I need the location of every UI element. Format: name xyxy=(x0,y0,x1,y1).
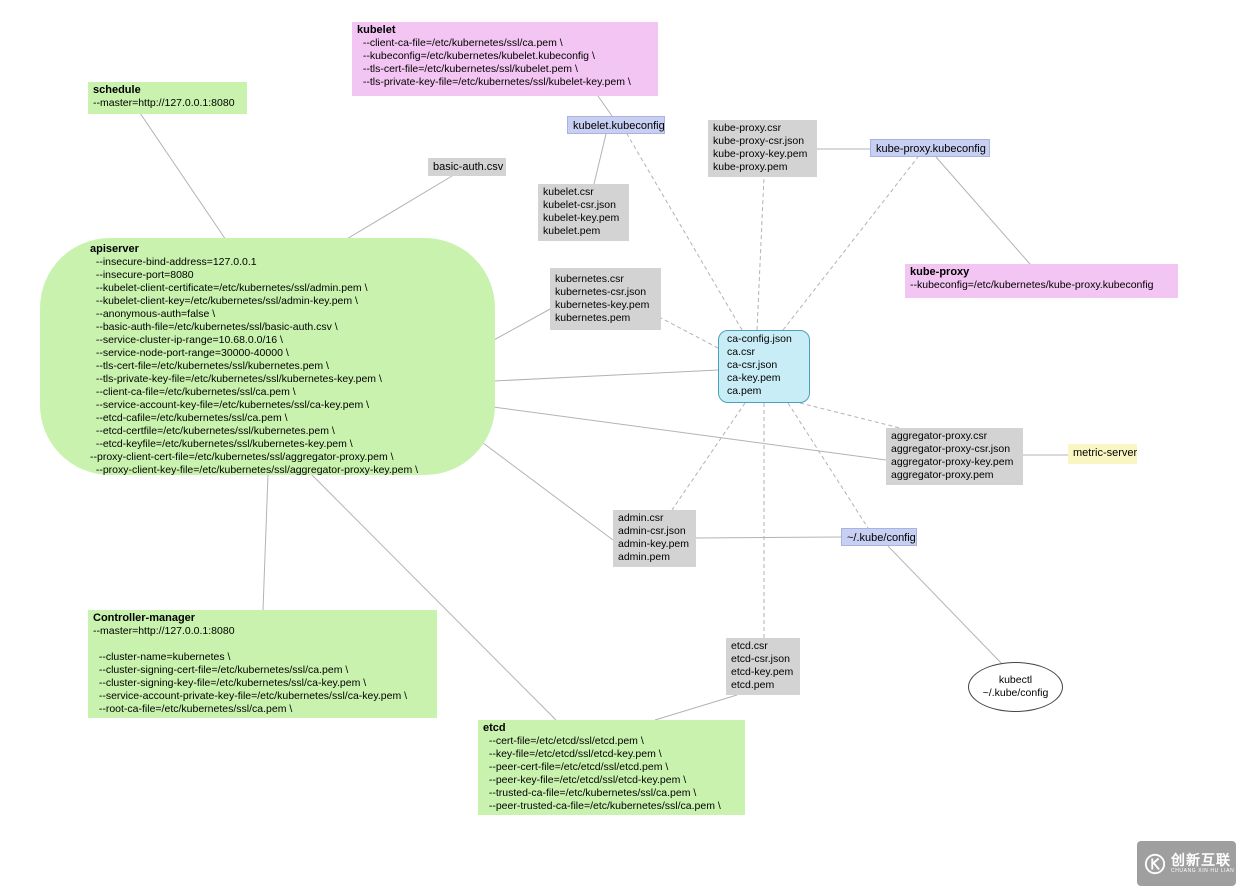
edge-ca-files--kube-proxy-kubeconfig xyxy=(782,156,919,331)
node-basic-auth: basic-auth.csv xyxy=(428,158,506,176)
node-controller-manager-body: --master=http://127.0.0.1:8080 --cluster… xyxy=(93,625,408,715)
node-controller-manager: Controller-manager --master=http://127.0… xyxy=(88,610,437,718)
edge-aggregator-files--apiserver xyxy=(492,406,887,461)
edge-kube-proxy-kubeconfig--kube-proxy xyxy=(935,156,1031,265)
edge-ca-files--kube-proxy-files xyxy=(756,176,765,331)
node-etcd: etcd --cert-file=/etc/etcd/ssl/etcd.pem … xyxy=(478,720,745,815)
node-schedule: schedule --master=http://127.0.0.1:8080 xyxy=(88,82,247,114)
watermark: 创新互联 CHUANG XIN HU LIAN xyxy=(1137,841,1236,886)
node-kube-proxy: kube-proxy --kubeconfig=/etc/kubernetes/… xyxy=(905,264,1178,298)
edge-ca-files--aggregator-files xyxy=(799,402,901,429)
node-kube-proxy-kubeconfig: kube-proxy.kubeconfig xyxy=(870,139,990,157)
node-kube-proxy-kubeconfig-label: kube-proxy.kubeconfig xyxy=(876,143,986,155)
watermark-text: 创新互联 CHUANG XIN HU LIAN xyxy=(1171,852,1234,875)
node-apiserver: apiserver --insecure-bind-address=127.0.… xyxy=(40,238,495,476)
edge-kube-config--kubectl xyxy=(887,545,1004,666)
watermark-brand: 创新互联 xyxy=(1171,852,1231,868)
node-schedule-title: schedule xyxy=(93,84,141,96)
edge-kubernetes-files--apiserver xyxy=(491,307,553,342)
node-kubelet-kubeconfig: kubelet.kubeconfig xyxy=(567,116,665,134)
node-controller-manager-title: Controller-manager xyxy=(93,612,196,624)
node-etcd-files: etcd.csr etcd-csr.json etcd-key.pem etcd… xyxy=(726,638,800,695)
edge-ca-files--kubernetes-files xyxy=(660,317,719,349)
node-kubernetes-files-body: kubernetes.csr kubernetes-csr.json kuber… xyxy=(555,273,650,324)
edge-admin-files--apiserver xyxy=(474,436,614,541)
node-schedule-body: --master=http://127.0.0.1:8080 xyxy=(93,97,235,109)
node-admin-files: admin.csr admin-csr.json admin-key.pem a… xyxy=(613,510,696,567)
node-apiserver-title: apiserver xyxy=(90,243,139,255)
node-kube-proxy-files: kube-proxy.csr kube-proxy-csr.json kube-… xyxy=(708,120,817,177)
edge-ca-files--admin-files xyxy=(671,402,746,511)
edge-admin-files--kube-config xyxy=(695,536,842,539)
node-kube-config-label: ~/.kube/config xyxy=(847,532,916,544)
node-kube-proxy-body: --kubeconfig=/etc/kubernetes/kube-proxy.… xyxy=(910,279,1154,291)
cxhl-logo-icon xyxy=(1144,853,1166,875)
node-kubectl-body: kubectl ~/.kube/config xyxy=(982,674,1049,699)
edge-controller-manager--apiserver xyxy=(262,473,269,611)
node-kubectl: kubectl ~/.kube/config xyxy=(968,662,1063,712)
node-kube-config: ~/.kube/config xyxy=(841,528,917,546)
node-aggregator-files-body: aggregator-proxy.csr aggregator-proxy-cs… xyxy=(891,430,1014,481)
edge-etcd--etcd-files xyxy=(654,694,738,721)
node-kubelet-title: kubelet xyxy=(357,24,396,36)
node-kubelet-kubeconfig-label: kubelet.kubeconfig xyxy=(573,120,665,132)
node-apiserver-body: --insecure-bind-address=127.0.0.1 --inse… xyxy=(90,256,419,476)
edge-basic-auth--apiserver xyxy=(329,175,453,250)
edge-ca-files--kubelet-kubeconfig xyxy=(626,133,743,331)
node-kubelet-files: kubelet.csr kubelet-csr.json kubelet-key… xyxy=(538,184,629,241)
node-kubelet-files-body: kubelet.csr kubelet-csr.json kubelet-key… xyxy=(543,186,620,237)
node-kube-proxy-files-body: kube-proxy.csr kube-proxy-csr.json kube-… xyxy=(713,122,808,173)
node-kubelet-body: --client-ca-file=/etc/kubernetes/ssl/ca.… xyxy=(362,37,631,88)
edge-ca-files--apiserver xyxy=(493,369,719,382)
edge-kubelet--kubelet-kubeconfig xyxy=(597,95,613,117)
edge-kubelet-kubeconfig--kubelet-files xyxy=(593,133,607,185)
node-admin-files-body: admin.csr admin-csr.json admin-key.pem a… xyxy=(618,512,689,563)
node-etcd-title: etcd xyxy=(483,722,506,734)
node-etcd-body: --cert-file=/etc/etcd/ssl/etcd.pem \ --k… xyxy=(488,735,721,812)
node-aggregator-files: aggregator-proxy.csr aggregator-proxy-cs… xyxy=(886,428,1023,485)
node-kube-proxy-title: kube-proxy xyxy=(910,266,970,278)
node-etcd-files-body: etcd.csr etcd-csr.json etcd-key.pem etcd… xyxy=(731,640,794,691)
node-basic-auth-label: basic-auth.csv xyxy=(433,161,504,173)
watermark-caption: CHUANG XIN HU LIAN xyxy=(1171,868,1235,874)
node-kubernetes-files: kubernetes.csr kubernetes-csr.json kuber… xyxy=(550,268,661,330)
node-ca-files: ca-config.json ca.csr ca-csr.json ca-key… xyxy=(718,330,810,403)
edge-etcd--apiserver xyxy=(307,470,557,721)
node-ca-files-body: ca-config.json ca.csr ca-csr.json ca-key… xyxy=(727,333,792,397)
node-metric-server-label: metric-server xyxy=(1073,447,1138,459)
node-kubelet: kubelet --client-ca-file=/etc/kubernetes… xyxy=(352,22,658,96)
edge-ca-files--kube-config xyxy=(787,402,869,529)
node-metric-server: metric-server xyxy=(1068,444,1137,464)
edge-schedule--apiserver xyxy=(139,112,229,244)
